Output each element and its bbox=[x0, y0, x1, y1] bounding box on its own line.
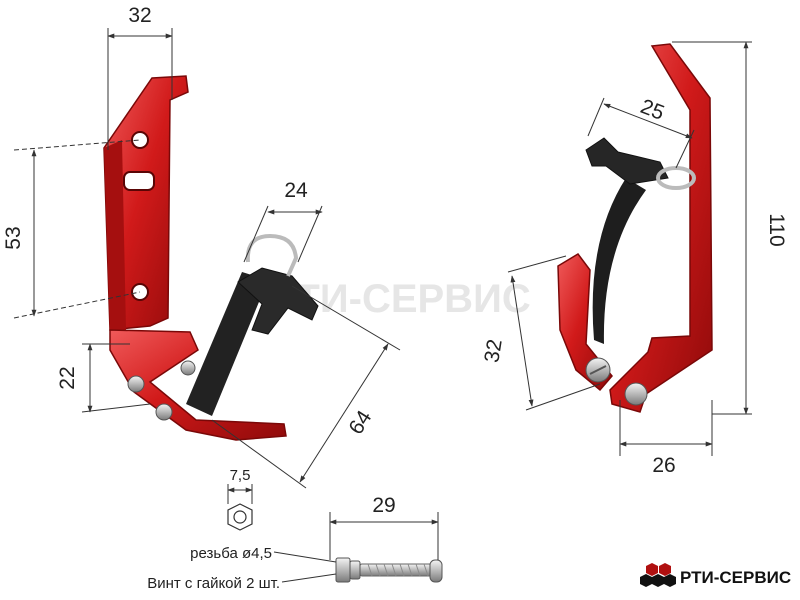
dim-right-strap-width: 25 bbox=[637, 95, 667, 125]
brand-name: РТИ-СЕРВИС bbox=[680, 568, 791, 587]
left-strap-band bbox=[186, 272, 268, 416]
hexagon-cluster-icon bbox=[640, 563, 676, 587]
screw-thread bbox=[359, 563, 433, 577]
right-bracket-jaw bbox=[557, 253, 613, 392]
upper-mount-hole bbox=[131, 131, 149, 149]
rivet-icon bbox=[180, 360, 196, 376]
dim-right-height: 110 bbox=[765, 213, 788, 246]
dim-right-jaw: 32 bbox=[480, 338, 506, 365]
right-strap-handle bbox=[585, 137, 669, 185]
hex-nut-icon bbox=[335, 557, 351, 583]
dim-screw-length: 29 bbox=[372, 494, 395, 517]
screw-slot bbox=[589, 365, 607, 375]
screw-kit-note: Винт с гайкой 2 шт. bbox=[147, 575, 280, 592]
wire-loop bbox=[245, 233, 299, 277]
thread-marks bbox=[367, 563, 429, 577]
screw-assembly bbox=[335, 557, 443, 583]
slot-hole bbox=[123, 171, 155, 191]
dim-base-height: 22 bbox=[56, 366, 79, 389]
left-strap-handle bbox=[237, 267, 319, 335]
dim-nut-size: 7,5 bbox=[230, 467, 251, 484]
rivet-icon bbox=[624, 382, 648, 406]
thread-note: резьба ø4,5 bbox=[190, 545, 272, 562]
rivet-icon bbox=[155, 403, 173, 421]
hex-nut-drawing bbox=[227, 484, 253, 531]
dim-left-width: 32 bbox=[128, 4, 151, 27]
left-bracket bbox=[103, 75, 287, 441]
right-strap-band bbox=[592, 178, 646, 344]
rivet-icon bbox=[127, 375, 145, 393]
left-bracket-flange bbox=[104, 140, 126, 336]
dimension-lines bbox=[13, 28, 752, 583]
screw-head-icon bbox=[429, 559, 443, 583]
dim-hole-pitch: 53 bbox=[2, 226, 25, 249]
washer-icon bbox=[349, 560, 361, 580]
right-bracket-body bbox=[609, 43, 713, 413]
left-strap bbox=[186, 233, 319, 416]
dim-right-base-width: 26 bbox=[652, 454, 675, 477]
right-bracket bbox=[557, 43, 713, 413]
dim-strap-width: 24 bbox=[284, 179, 308, 202]
dim-strap-length: 64 bbox=[345, 406, 377, 438]
